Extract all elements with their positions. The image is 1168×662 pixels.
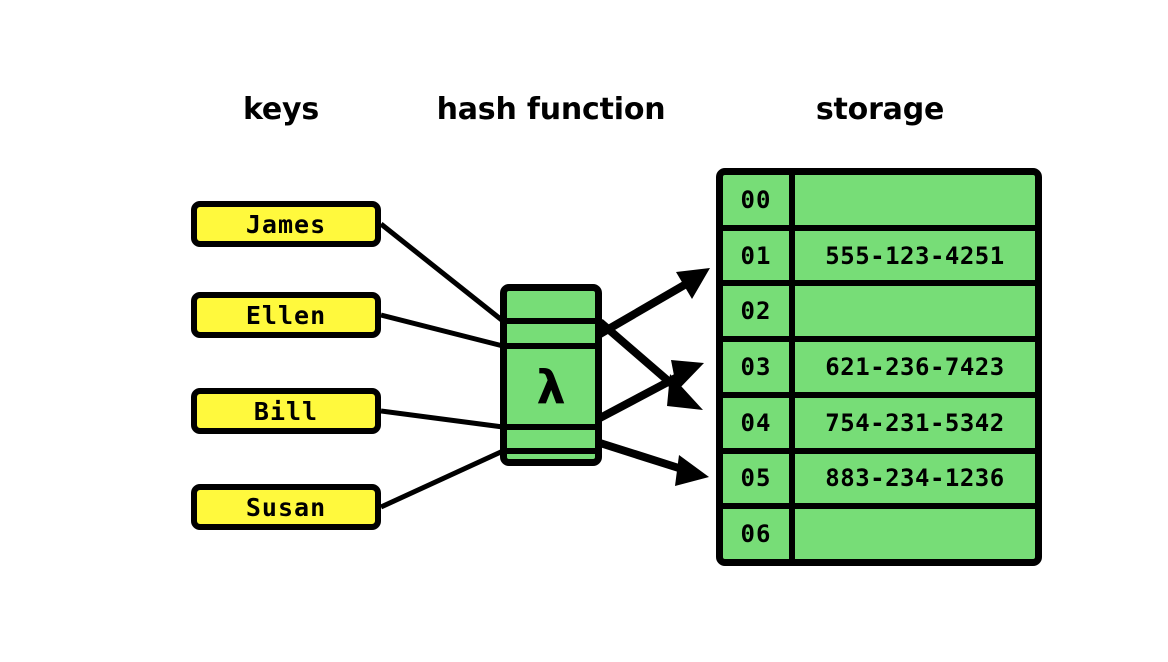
arrow-hash-to-slot-04 bbox=[597, 318, 703, 410]
table-row[interactable]: 02 bbox=[723, 280, 1035, 337]
slot-value: 883-234-1236 bbox=[825, 464, 1005, 493]
slot-value: 555-123-4251 bbox=[825, 241, 1005, 270]
slot-value bbox=[795, 175, 1035, 225]
link-susan-to-hash bbox=[379, 448, 505, 510]
column-header-storage: storage bbox=[815, 92, 945, 127]
slot-index: 00 bbox=[723, 175, 795, 225]
storage-table: 00 01 555-123-4251 02 03 621-236-7423 04… bbox=[716, 168, 1042, 566]
column-header-keys: keys bbox=[242, 92, 320, 127]
hash-box-divider bbox=[507, 424, 595, 430]
hash-box-divider bbox=[507, 343, 595, 349]
slot-value: 754-231-5342 bbox=[825, 408, 1005, 437]
key-box-susan[interactable]: Susan bbox=[191, 484, 381, 530]
slot-index: 04 bbox=[723, 397, 795, 448]
arrow-hash-to-slot-03 bbox=[598, 360, 704, 422]
slot-value bbox=[795, 286, 1035, 336]
slot-index: 06 bbox=[723, 509, 795, 560]
link-bill-to-hash bbox=[380, 408, 504, 430]
key-label: Ellen bbox=[245, 300, 327, 330]
lambda-symbol: λ bbox=[536, 359, 566, 414]
table-row[interactable]: 06 bbox=[723, 503, 1035, 560]
table-row[interactable]: 01 555-123-4251 bbox=[723, 224, 1035, 281]
link-james-to-hash bbox=[379, 222, 505, 323]
key-box-ellen[interactable]: Ellen bbox=[191, 292, 381, 338]
key-box-bill[interactable]: Bill bbox=[191, 388, 381, 434]
hash-box-divider bbox=[507, 448, 595, 454]
slot-index: 01 bbox=[723, 230, 795, 281]
key-box-james[interactable]: James bbox=[191, 201, 381, 247]
slot-value bbox=[795, 509, 1035, 559]
slot-value: 621-236-7423 bbox=[825, 353, 1005, 382]
key-label: Susan bbox=[245, 492, 327, 522]
link-ellen-to-hash bbox=[380, 312, 504, 349]
key-label: Bill bbox=[253, 396, 319, 426]
column-header-hash-function: hash function bbox=[436, 92, 666, 127]
arrow-hash-to-slot-05 bbox=[598, 439, 709, 486]
hash-function-box[interactable]: λ bbox=[500, 284, 602, 466]
slot-index: 02 bbox=[723, 286, 795, 337]
slot-index: 05 bbox=[723, 453, 795, 504]
table-row[interactable]: 03 621-236-7423 bbox=[723, 336, 1035, 392]
slot-index: 03 bbox=[723, 342, 795, 392]
table-row[interactable]: 00 bbox=[723, 175, 1035, 225]
key-label: James bbox=[245, 209, 327, 239]
arrow-hash-to-slot-01 bbox=[597, 268, 710, 338]
table-row[interactable]: 05 883-234-1236 bbox=[723, 447, 1035, 504]
table-row[interactable]: 04 754-231-5342 bbox=[723, 391, 1035, 448]
hash-box-divider bbox=[507, 318, 595, 324]
